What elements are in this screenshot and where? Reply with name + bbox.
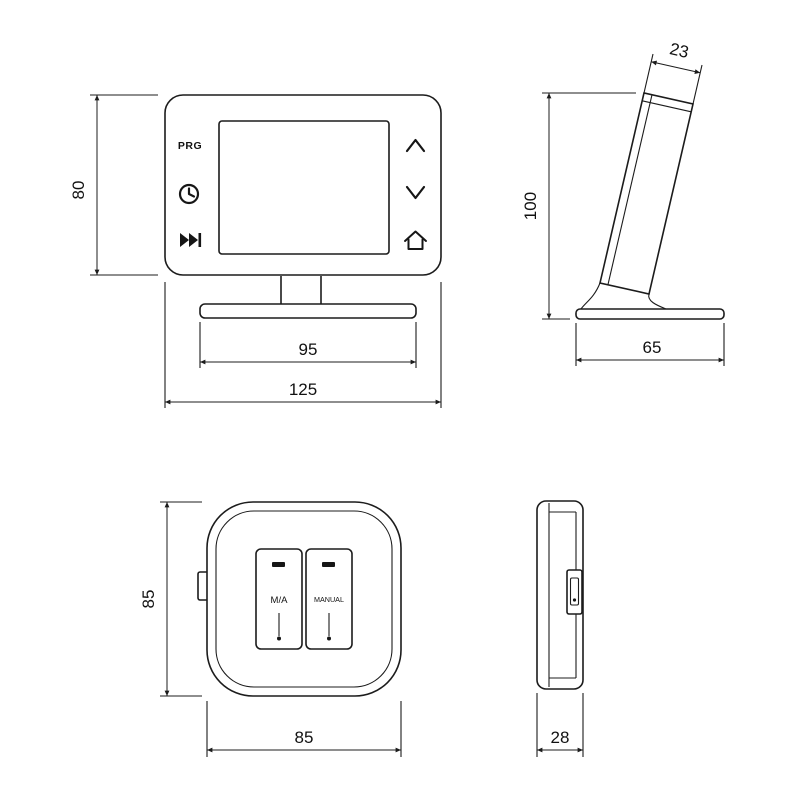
dimension-total-width-125: 125	[164, 282, 442, 408]
rocker-left: M/A	[255, 548, 303, 650]
toggle-dot	[572, 598, 577, 602]
home-icon	[404, 230, 427, 250]
stand-neck-front	[580, 282, 601, 310]
skip-icon	[180, 233, 202, 247]
view-thermostat-front: PRG 80 95	[69, 94, 442, 408]
view-switch-front: M/A MANUAL 85 85	[139, 501, 402, 757]
indicator-dash	[322, 562, 335, 567]
clock-hands	[187, 187, 196, 198]
skip-triangle-2	[189, 233, 198, 247]
clock-face	[178, 183, 200, 205]
toggle-switch	[566, 569, 583, 615]
dimension-value: 100	[521, 192, 540, 220]
switch-plate-outer	[206, 501, 402, 697]
stand-base	[199, 303, 417, 319]
screen-top-detail	[642, 100, 692, 113]
dimension-value: 85	[295, 728, 314, 747]
dimension-depth-23: 23	[643, 39, 703, 105]
thermostat-screen	[218, 120, 390, 255]
rocker-label: MANUAL	[314, 595, 344, 604]
stand-neck-back	[648, 293, 667, 310]
extension-line	[643, 53, 654, 94]
screen-bezel-line	[607, 94, 653, 285]
rocker-right: MANUAL	[305, 548, 353, 650]
rocker-body	[255, 548, 303, 650]
toggle-rocker	[569, 577, 580, 606]
rocker-label: M/A	[271, 595, 289, 606]
stand-foot	[575, 308, 725, 320]
indicator-dash	[272, 562, 285, 567]
extension-line	[692, 64, 703, 105]
toggle-housing	[566, 569, 583, 615]
dimension-value: 80	[69, 181, 88, 200]
dimension-stand-width-95: 95	[199, 322, 417, 368]
dimension-height-100: 100	[521, 92, 636, 320]
dimension-value: 95	[299, 340, 318, 359]
dimension-value: 85	[139, 590, 158, 609]
dimension-value: 28	[551, 728, 570, 747]
dimension-value: 23	[668, 39, 691, 62]
dimension-base-depth-65: 65	[575, 323, 725, 366]
rocker-needle-tip	[277, 636, 281, 641]
rocker-body	[305, 548, 353, 650]
dimension-height-80: 80	[69, 94, 158, 276]
dimension-depth-28: 28	[536, 693, 584, 757]
dimension-value: 65	[643, 338, 662, 357]
rocker-needle-tip	[327, 636, 331, 641]
skip-bar	[198, 233, 202, 247]
clock-icon	[178, 183, 200, 205]
view-thermostat-side: 23 100 65	[521, 39, 725, 366]
chevron-down-icon	[405, 185, 426, 200]
dimension-line	[651, 60, 701, 74]
view-switch-side: 28	[536, 500, 584, 757]
chevron-up-icon	[405, 138, 426, 153]
dimension-height-85: 85	[139, 501, 202, 697]
dimension-value: 125	[289, 380, 317, 399]
prg-label: PRG	[178, 140, 202, 152]
skip-triangle-1	[180, 233, 189, 247]
dimension-width-85: 85	[206, 701, 402, 757]
switch-plate-inner	[215, 510, 393, 688]
